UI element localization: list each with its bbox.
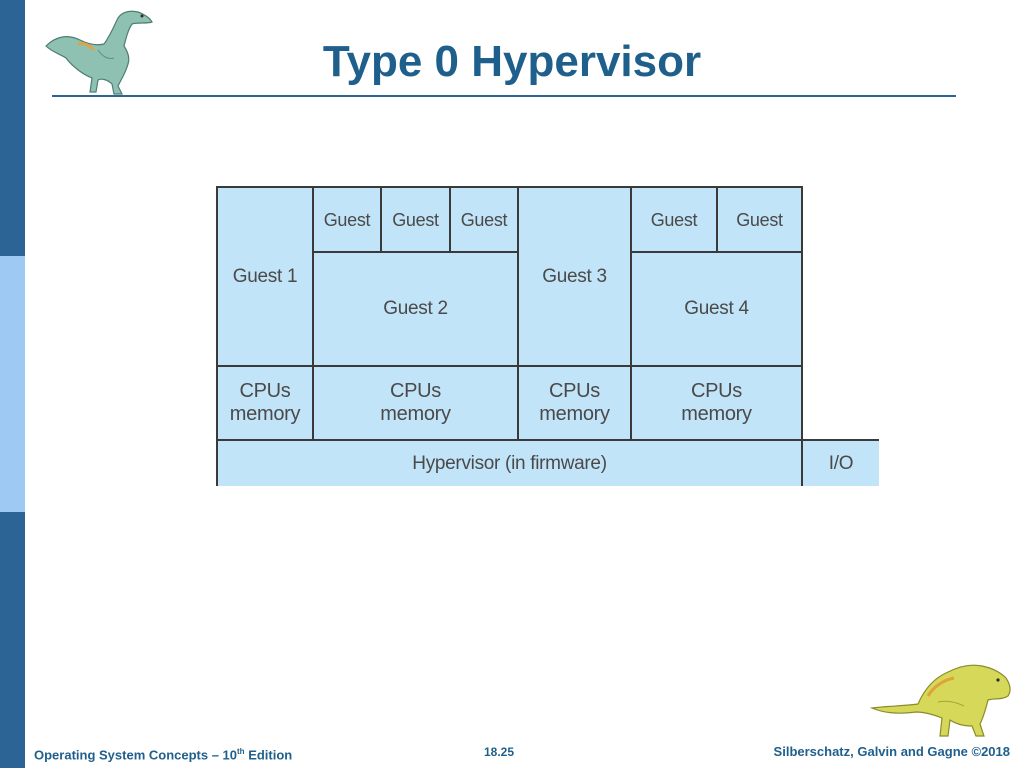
footer-page-number: 18.25 bbox=[484, 745, 515, 759]
footer-book-title: Operating System Concepts – 10th Edition bbox=[34, 747, 293, 763]
guest-4-box: Guest 4 bbox=[630, 251, 803, 367]
dinosaur-icon bbox=[869, 664, 1011, 737]
guest-4-subguest-box: Guest bbox=[716, 186, 803, 253]
footer-copyright: Silberschatz, Galvin and Gagne ©2018 bbox=[773, 744, 1010, 759]
hypervisor-box: Hypervisor (in firmware) bbox=[216, 439, 803, 486]
guest-2-subguest-box: Guest bbox=[380, 186, 451, 253]
sidebar-band-top bbox=[0, 0, 25, 256]
guest-2-subguest-box: Guest bbox=[312, 186, 382, 253]
guest-1-box: Guest 1 bbox=[216, 186, 314, 367]
sidebar-band-bottom bbox=[0, 512, 25, 768]
guest-2-box: Guest 2 bbox=[312, 251, 519, 367]
cpu-memory-box: CPUs memory bbox=[216, 365, 314, 441]
slide-title: Type 0 Hypervisor bbox=[322, 37, 702, 86]
cpu-memory-box: CPUs memory bbox=[517, 365, 632, 441]
cpu-memory-box: CPUs memory bbox=[312, 365, 519, 441]
title-underline bbox=[52, 95, 956, 97]
io-box: I/O bbox=[801, 439, 879, 486]
guest-2-subguest-box: Guest bbox=[449, 186, 519, 253]
guest-4-subguest-box: Guest bbox=[630, 186, 718, 253]
guest-3-box: Guest 3 bbox=[517, 186, 632, 367]
sidebar-band-middle bbox=[0, 256, 25, 512]
cpu-memory-box: CPUs memory bbox=[630, 365, 803, 441]
dinosaur-icon bbox=[45, 10, 153, 95]
